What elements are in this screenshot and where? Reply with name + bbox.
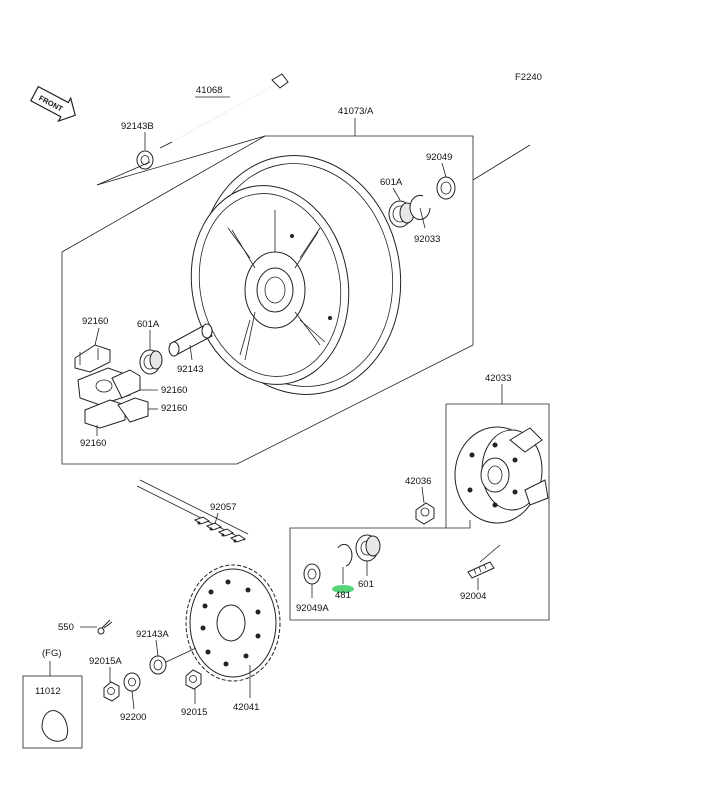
hub-group-box <box>289 403 550 621</box>
leader-42036 <box>421 486 425 504</box>
collar-92143A[interactable] <box>149 655 167 675</box>
label-41068[interactable]: 41068 <box>196 85 222 96</box>
fg-part-label[interactable]: 11012 <box>35 686 61 697</box>
label-92015A[interactable]: 92015A <box>89 656 122 667</box>
label-42041[interactable]: 42041 <box>233 702 259 713</box>
label-601A-left[interactable]: 601A <box>137 319 160 330</box>
leader-92160-a <box>94 327 100 346</box>
leader-92004-top <box>479 544 501 563</box>
label-92049A[interactable]: 92049A <box>296 603 329 614</box>
leader-92143 <box>189 344 193 361</box>
axle-41068[interactable] <box>159 73 289 149</box>
wheel-rim-41073[interactable] <box>176 139 419 410</box>
leader-92143A <box>155 639 159 657</box>
wheel-group-box <box>61 135 474 465</box>
fg-box <box>22 675 83 749</box>
cotter-pin-550[interactable] <box>97 619 113 635</box>
label-92160-a[interactable]: 92160 <box>82 316 108 327</box>
label-92143A[interactable]: 92143A <box>136 629 169 640</box>
collar-92143[interactable] <box>168 323 213 357</box>
bearing-601[interactable] <box>355 534 381 562</box>
circlip-481[interactable] <box>337 543 353 567</box>
leader-92033 <box>419 207 426 229</box>
label-92143B[interactable]: 92143B <box>121 121 154 132</box>
label-92049[interactable]: 92049 <box>426 152 452 163</box>
nut-92015[interactable] <box>185 669 202 690</box>
bearing-601A-top[interactable] <box>388 200 415 228</box>
label-92004[interactable]: 92004 <box>460 591 486 602</box>
label-92033[interactable]: 92033 <box>414 234 440 245</box>
label-92015[interactable]: 92015 <box>181 707 207 718</box>
leader-92200 <box>131 690 135 710</box>
group-line-top-left <box>96 135 266 186</box>
label-42033[interactable]: 42033 <box>485 373 511 384</box>
group-line-axle <box>96 161 151 186</box>
damper-92160-top[interactable] <box>74 344 111 373</box>
group-line-sprocket <box>165 647 197 663</box>
highlight-marker <box>332 585 354 593</box>
collar-92143B[interactable] <box>136 150 154 170</box>
plug-11012[interactable] <box>41 710 69 742</box>
label-42036[interactable]: 42036 <box>405 476 431 487</box>
label-92143[interactable]: 92143 <box>177 364 203 375</box>
label-601A-top[interactable]: 601A <box>380 177 403 188</box>
sprocket-42041[interactable] <box>185 564 281 682</box>
sprocket-hub-42033[interactable] <box>454 426 549 524</box>
damper-92160-low[interactable] <box>84 397 149 429</box>
label-550[interactable]: 550 <box>58 622 74 633</box>
label-41073[interactable]: 41073/A <box>338 106 374 117</box>
label-92200[interactable]: 92200 <box>120 712 146 723</box>
label-92057[interactable]: 92057 <box>210 502 236 513</box>
label-601[interactable]: 601 <box>358 579 374 590</box>
label-481[interactable]: 481 <box>335 590 351 601</box>
stud-92004[interactable] <box>467 561 495 579</box>
nut-92015A[interactable] <box>103 681 120 702</box>
label-92160-d[interactable]: 92160 <box>80 438 106 449</box>
group-line-right <box>472 144 531 181</box>
damper-92160-mid[interactable] <box>77 367 141 406</box>
leader-92049 <box>441 162 447 178</box>
circlip-92033[interactable] <box>409 194 431 220</box>
seal-92049[interactable] <box>436 176 456 200</box>
chain-92057[interactable] <box>136 479 249 543</box>
label-92160-b[interactable]: 92160 <box>161 385 187 396</box>
diagram-code: F2240 <box>515 72 542 83</box>
front-arrow-icon: FRONT <box>30 85 76 123</box>
leader-92057 <box>214 512 219 525</box>
bearing-601A-left[interactable] <box>139 349 163 375</box>
label-92160-c[interactable]: 92160 <box>161 403 187 414</box>
leader-601A-top <box>392 187 401 201</box>
collar-42036[interactable] <box>415 502 435 525</box>
seal-92049A[interactable] <box>303 563 321 585</box>
washer-92200[interactable] <box>123 672 141 692</box>
fg-header: (FG) <box>42 648 62 659</box>
